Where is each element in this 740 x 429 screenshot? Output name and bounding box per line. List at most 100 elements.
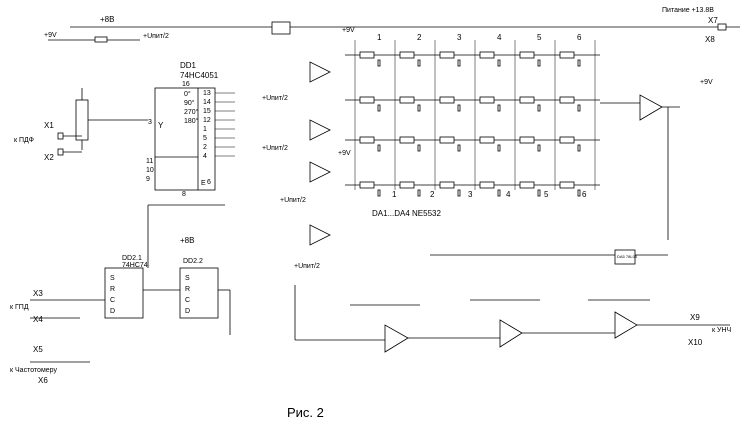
filter-cap-2-1	[417, 144, 421, 152]
filter-cap-2-0	[377, 144, 381, 152]
col-top-4: 4	[497, 33, 502, 42]
filter-cap-0-1	[417, 59, 421, 67]
k-pdf-label: к ПДФ	[14, 137, 34, 144]
k-unch-label: к УНЧ	[712, 327, 732, 334]
da-chips-label: DA1...DA4 NE5532	[372, 209, 441, 218]
filter-cap-0-4	[537, 59, 541, 67]
col-top-2: 2	[417, 33, 422, 42]
x1-label: X1	[44, 121, 54, 130]
dd1-pin-4: 4	[203, 153, 207, 160]
filter-column-numbers-bottom: 1 2 3 4 5 6	[392, 190, 587, 199]
filter-resistor-2-5	[559, 136, 575, 144]
dd22-chip	[179, 267, 219, 319]
dd22-pin-R: R	[185, 286, 190, 293]
x7-label: X7	[708, 16, 718, 25]
col-top-6: 6	[577, 33, 582, 42]
filter-cap-3-3	[497, 189, 501, 197]
filter-cap-3-2	[457, 189, 461, 197]
filter-resistor-3-5	[559, 181, 575, 189]
opamp-da31	[639, 94, 663, 121]
dd1-phase-1: 90°	[184, 99, 195, 107]
k-gpd-label: к ГПД	[10, 304, 29, 311]
col-bottom-5: 5	[544, 190, 549, 199]
filter-resistor-0-0	[359, 51, 375, 59]
x8-label: X8	[705, 35, 715, 44]
filter-cap-1-3	[497, 104, 501, 112]
upit2-c: +Uпит/2	[280, 197, 306, 204]
filter-resistor-1-2	[439, 96, 455, 104]
filter-resistor-0-3	[479, 51, 495, 59]
filter-cap-3-5	[577, 189, 581, 197]
dd1-pin-13: 13	[203, 90, 211, 97]
dd1-pin-y: 3	[148, 119, 152, 126]
polyphase-filter	[345, 40, 600, 197]
upit2-top: +Uпит/2	[143, 33, 169, 40]
k-freq-label: к Частотомеру	[10, 367, 57, 374]
x4-label: X4	[33, 315, 43, 324]
dd1-ctl-11: 11	[146, 158, 153, 165]
filter-resistor-3-2	[439, 181, 455, 189]
dd1-chip	[154, 87, 216, 191]
filter-cap-0-2	[457, 59, 461, 67]
filter-cap-0-0	[377, 59, 381, 67]
col-bottom-3: 3	[468, 190, 473, 199]
figure-caption: Рис. 2	[287, 405, 324, 420]
dd21-pin-D: D	[110, 308, 115, 315]
dd1-pin-gnd: 8	[182, 191, 186, 198]
opamp-da21	[309, 161, 331, 183]
filter-cap-2-3	[497, 144, 501, 152]
dd22-pin-S: S	[185, 275, 190, 282]
dd1-pin-12: 12	[203, 117, 211, 124]
filter-resistor-2-3	[479, 136, 495, 144]
opamp-da41	[499, 319, 523, 348]
regulator-top	[271, 21, 291, 35]
filter-resistor-2-1	[399, 136, 415, 144]
filter-resistor-3-1	[399, 181, 415, 189]
upit2-d: +Uпит/2	[294, 263, 320, 270]
x9-label: X9	[690, 313, 700, 322]
dd22-pin-D: D	[185, 308, 190, 315]
regulator-label: DA5 78L08	[617, 254, 638, 259]
filter-resistor-2-0	[359, 136, 375, 144]
dd1-pin-15: 15	[203, 108, 211, 115]
filter-resistor-3-4	[519, 181, 535, 189]
plus9v-right: +9V	[700, 79, 713, 86]
col-bottom-6: 6	[582, 190, 587, 199]
opamp-da11	[309, 61, 331, 83]
upit2-b: +Uпит/2	[262, 145, 288, 152]
dd21-pin-S: S	[110, 275, 115, 282]
filter-resistor-3-3	[479, 181, 495, 189]
dd1-pin-vdd: 16	[182, 81, 190, 88]
filter-cap-1-0	[377, 104, 381, 112]
dd1-y: Y	[158, 121, 164, 130]
filter-resistor-1-1	[399, 96, 415, 104]
col-bottom-2: 2	[430, 190, 435, 199]
x2-pin	[57, 148, 64, 156]
dd21-pin-C: C	[110, 297, 115, 304]
dd1-e: E	[201, 180, 206, 187]
filter-resistor-2-4	[519, 136, 535, 144]
filter-cap-2-4	[537, 144, 541, 152]
dd1-ctl-9: 9	[146, 176, 150, 183]
filter-cap-1-5	[577, 104, 581, 112]
regulator-da5	[614, 249, 636, 265]
dd21-chip	[104, 267, 144, 319]
col-bottom-4: 4	[506, 190, 511, 199]
x10-label: X10	[688, 338, 703, 347]
upit2-a: +Uпит/2	[262, 95, 288, 102]
transformer-t1	[75, 99, 89, 141]
col-bottom-1: 1	[392, 190, 397, 199]
filter-resistor-2-2	[439, 136, 455, 144]
plus9v-label-mid: +9V	[342, 27, 355, 34]
col-top-3: 3	[457, 33, 462, 42]
filter-resistor-0-4	[519, 51, 535, 59]
opamp-da42	[614, 311, 638, 339]
filter-cap-3-0	[377, 189, 381, 197]
dd1-pin-e: 6	[207, 179, 211, 186]
dd1-pin-14: 14	[203, 99, 211, 106]
